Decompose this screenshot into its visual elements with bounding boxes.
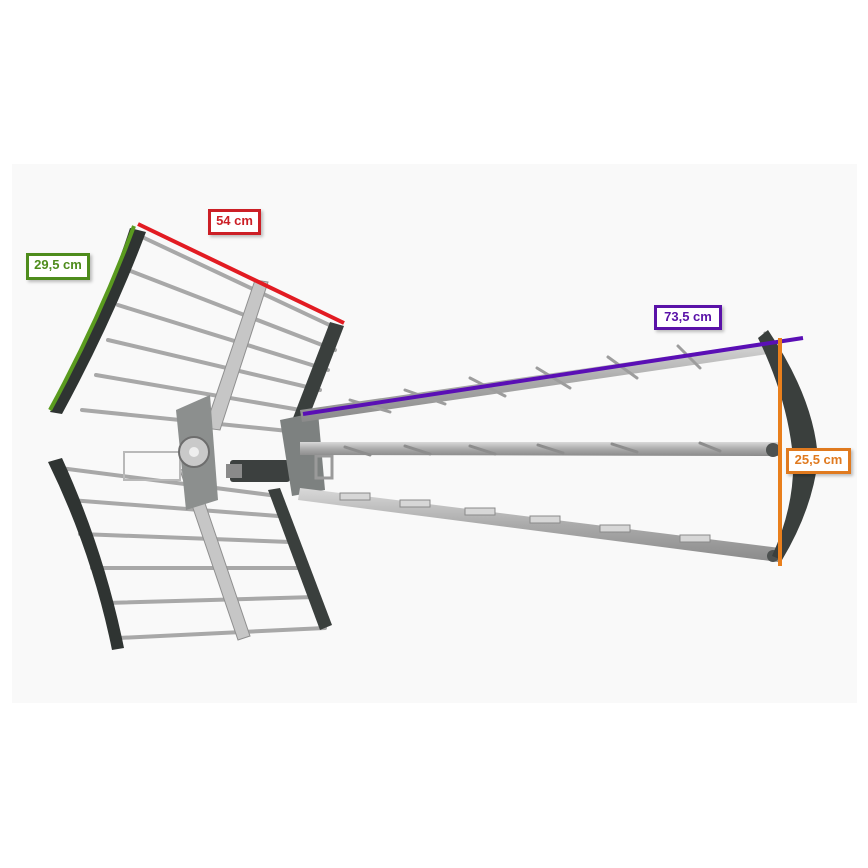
label-reflector-width: 54 cm <box>208 209 261 235</box>
boom-middle <box>300 441 780 457</box>
dimension-line-73-5cm <box>302 336 804 416</box>
central-mount <box>123 395 334 510</box>
image-background-panel <box>12 164 857 703</box>
label-boom-length: 73,5 cm <box>654 305 722 330</box>
dimension-line-54cm <box>137 222 345 325</box>
label-reflector-height: 29,5 cm <box>26 253 90 280</box>
end-bracket <box>758 330 818 560</box>
label-end-height: 25,5 cm <box>786 448 851 474</box>
dimension-line-29-5cm <box>48 225 136 411</box>
boom-bottom <box>298 488 780 562</box>
lower-reflector <box>48 458 332 650</box>
